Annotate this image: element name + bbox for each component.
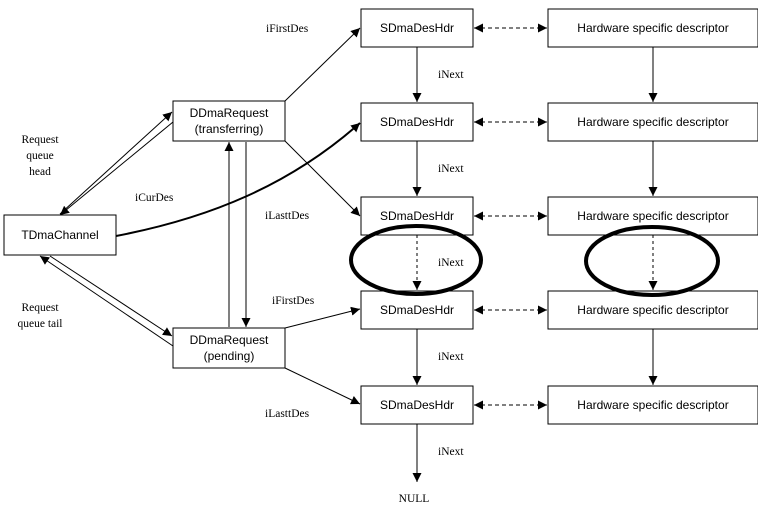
sdma-des-hdr-label: SDmaDesHdr xyxy=(380,398,454,412)
inext-label-2: iNext xyxy=(438,163,464,175)
icurdes-arrow xyxy=(115,122,361,237)
inext-label-3: iNext xyxy=(438,257,464,269)
icurdes-label: iCurDes xyxy=(135,192,174,204)
inext-label-1: iNext xyxy=(438,69,464,81)
sdma-des-hdr-label: SDmaDesHdr xyxy=(380,21,454,35)
queue-tail-arrow-out xyxy=(49,255,173,337)
sdma-des-hdr-node-2: SDmaDesHdr xyxy=(360,102,474,142)
transferring-last-des-label: iLasttDes xyxy=(265,210,310,222)
pending-last-des-label: iLasttDes xyxy=(265,408,310,420)
pending-first-des-arrow xyxy=(284,306,361,329)
sdma-des-hdr-label: SDmaDesHdr xyxy=(380,303,454,317)
pending-last-des-arrow xyxy=(284,367,361,405)
request-transferring-label-2: (transferring) xyxy=(195,122,264,136)
tdma-channel-node: TDmaChannel xyxy=(3,214,117,256)
queue-head-label-1: Request xyxy=(21,134,59,146)
pending-first-des-label: iFirstDes xyxy=(272,295,315,307)
request-pending-label-1: DDmaRequest xyxy=(190,333,269,347)
null-terminal-label: NULL xyxy=(399,493,430,505)
ddma-request-pending-node: DDmaRequest (pending) xyxy=(172,327,286,369)
hw-descriptor-label: Hardware specific descriptor xyxy=(577,303,728,317)
sdma-des-hdr-node-3: SDmaDesHdr xyxy=(360,196,474,236)
hw-descriptor-node-5: Hardware specific descriptor xyxy=(547,385,758,425)
ddma-request-transferring-node: DDmaRequest (transferring) xyxy=(172,100,286,142)
queue-tail-label-2: queue tail xyxy=(17,318,62,330)
queue-head-arrow-out xyxy=(59,111,173,215)
sdma-des-hdr-node-1: SDmaDesHdr xyxy=(360,8,474,48)
request-pending-label-2: (pending) xyxy=(204,349,255,363)
queue-tail-label-1: Request xyxy=(21,302,59,314)
highlight-ellipse-left xyxy=(349,224,483,296)
queue-head-label-2: queue xyxy=(26,150,53,162)
hw-descriptor-node-1: Hardware specific descriptor xyxy=(547,8,758,48)
sdma-des-hdr-node-4: SDmaDesHdr xyxy=(360,290,474,330)
queue-head-label-3: head xyxy=(29,166,51,178)
transferring-last-des-arrow xyxy=(284,140,361,217)
hw-descriptor-node-2: Hardware specific descriptor xyxy=(547,102,758,142)
sdma-des-hdr-node-5: SDmaDesHdr xyxy=(360,385,474,425)
highlight-ellipse-right xyxy=(584,225,720,297)
hw-descriptor-node-3: Hardware specific descriptor xyxy=(547,196,758,236)
hw-descriptor-label: Hardware specific descriptor xyxy=(577,209,728,223)
tdma-channel-label: TDmaChannel xyxy=(21,228,98,242)
queue-tail-arrow-back xyxy=(39,255,174,347)
sdma-des-hdr-label: SDmaDesHdr xyxy=(380,115,454,129)
queue-head-arrow-back xyxy=(59,121,174,216)
hw-descriptor-label: Hardware specific descriptor xyxy=(577,115,728,129)
hw-descriptor-label: Hardware specific descriptor xyxy=(577,398,728,412)
request-transferring-label-1: DDmaRequest xyxy=(190,106,269,120)
transferring-first-des-label: iFirstDes xyxy=(266,23,309,35)
hw-descriptor-label: Hardware specific descriptor xyxy=(577,21,728,35)
inext-label-4: iNext xyxy=(438,351,464,363)
transferring-first-des-arrow xyxy=(284,27,361,102)
sdma-des-hdr-label: SDmaDesHdr xyxy=(380,209,454,223)
inext-label-5: iNext xyxy=(438,446,464,458)
